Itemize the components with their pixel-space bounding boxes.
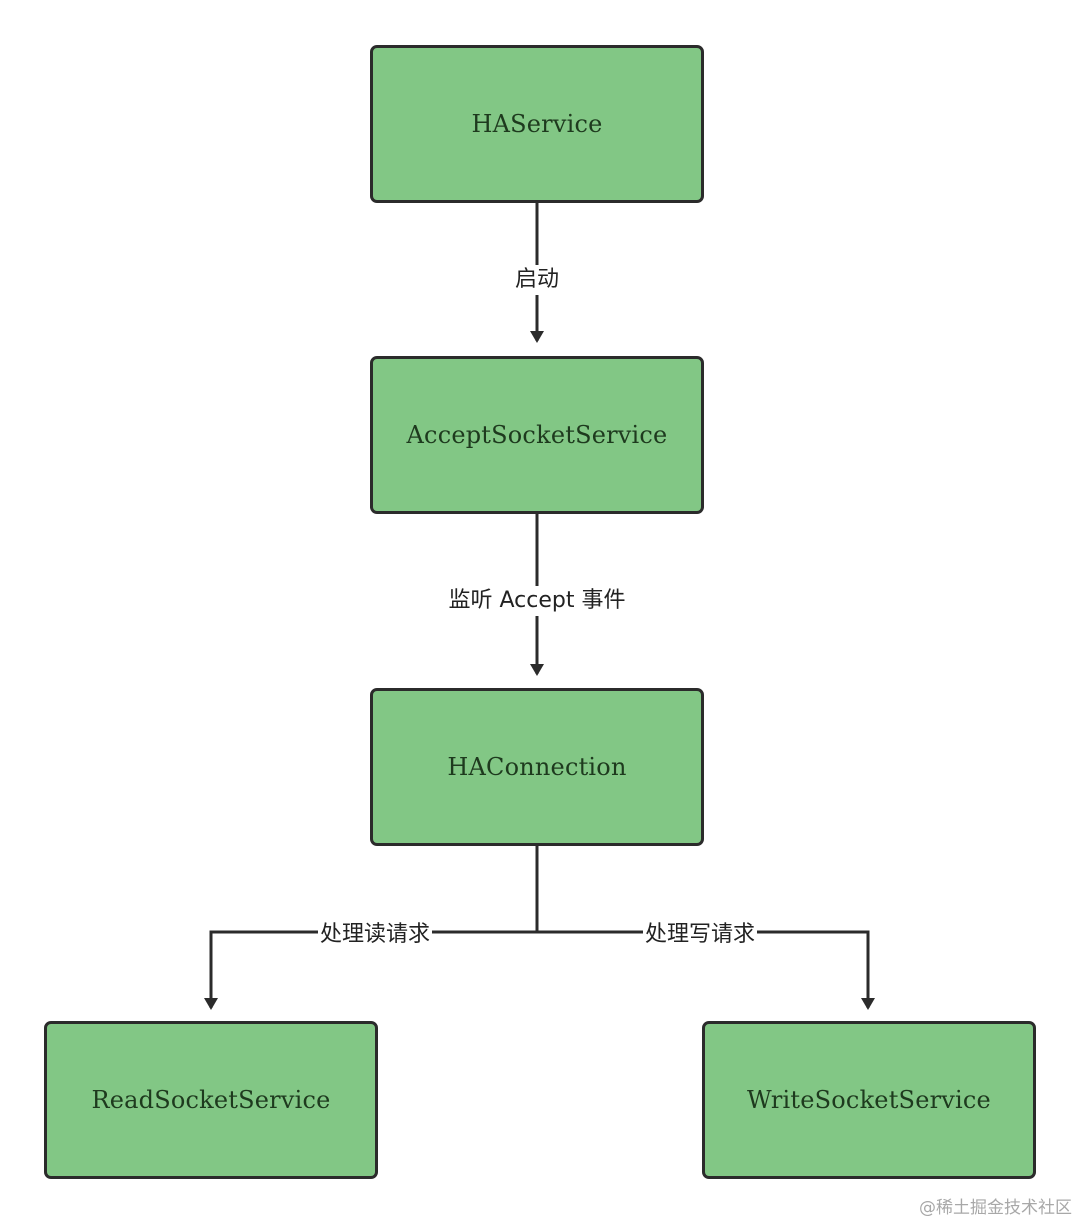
- node-read-socket-service: ReadSocketService: [44, 1021, 378, 1179]
- edge-label-handle-read: 处理读请求: [317, 920, 433, 950]
- node-ha-connection-label: HAConnection: [447, 753, 627, 781]
- node-ha-connection: HAConnection: [370, 688, 704, 846]
- node-read-socket-service-label: ReadSocketService: [91, 1086, 331, 1114]
- edge-label-start: 启动: [512, 265, 562, 295]
- node-accept-socket-service-label: AcceptSocketService: [406, 421, 668, 449]
- watermark: @稀土掘金技术社区: [919, 1198, 1072, 1218]
- node-ha-service-label: HAService: [471, 110, 603, 138]
- node-write-socket-service: WriteSocketService: [702, 1021, 1036, 1179]
- node-accept-socket-service: AcceptSocketService: [370, 356, 704, 514]
- node-ha-service: HAService: [370, 45, 704, 203]
- edge-label-listen-accept: 监听 Accept 事件: [446, 586, 628, 616]
- node-write-socket-service-label: WriteSocketService: [747, 1086, 991, 1114]
- edge-label-handle-write: 处理写请求: [642, 920, 758, 950]
